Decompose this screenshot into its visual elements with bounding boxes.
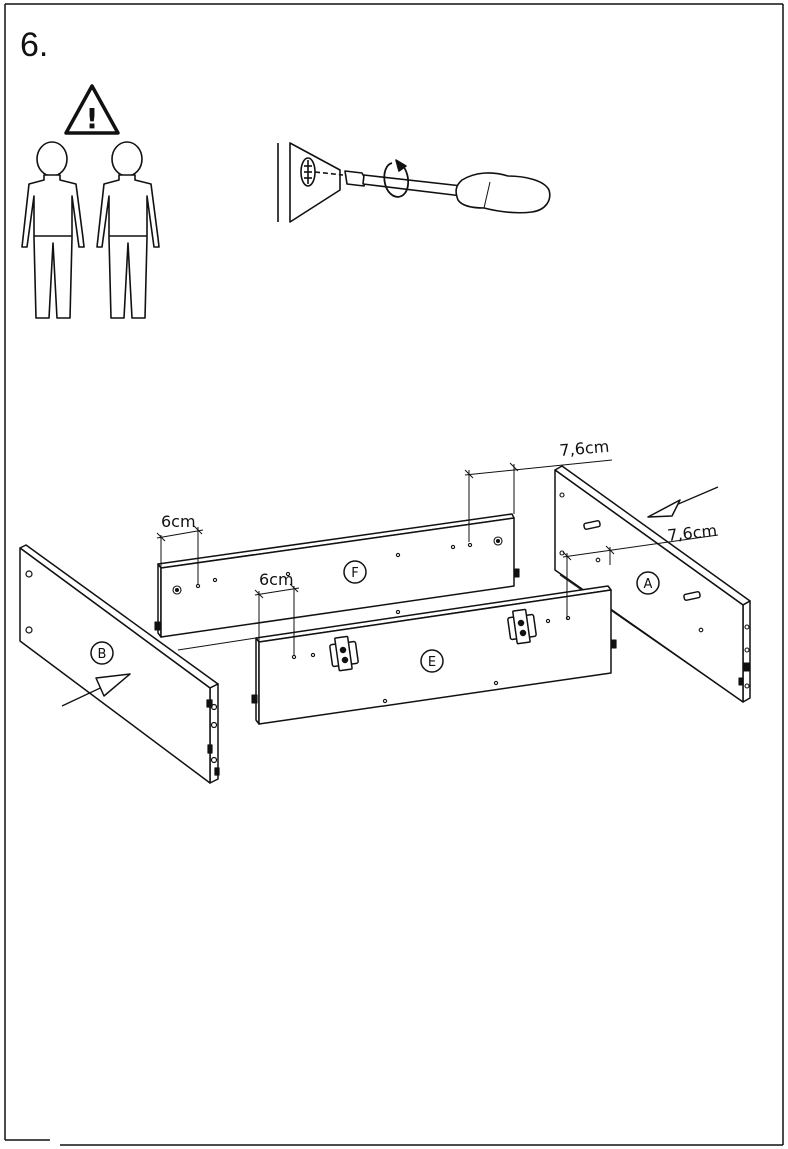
dowel-icon — [583, 520, 701, 601]
dimension-f-right-label: 7,6cm — [559, 437, 610, 460]
panel-e: E — [251, 585, 617, 725]
warning-triangle-icon: ! — [64, 84, 120, 135]
step-number: 6. — [20, 26, 48, 64]
panel-b: B — [19, 544, 220, 784]
dimension-f-left-label: 6cm — [161, 512, 196, 531]
dimension-f-left: 6cm — [156, 512, 204, 584]
rotation-arrow-icon — [383, 159, 409, 198]
dimension-f-right: 7,6cm — [464, 437, 613, 542]
panel-a-label: A — [644, 577, 653, 592]
two-persons-icon — [21, 141, 160, 319]
panel-f: F — [154, 513, 520, 638]
dimension-a-label: 7,6cm — [666, 521, 718, 545]
warning-symbol: ! — [86, 102, 99, 135]
assembly-guide-lines — [177, 637, 257, 651]
panel-f-holes — [154, 536, 520, 631]
hinge-icon — [507, 608, 537, 645]
screwdriver-icon — [277, 142, 551, 223]
dimension-e-left-label: 6cm — [259, 570, 294, 589]
panel-f-label: F — [351, 566, 358, 581]
panel-e-label: E — [428, 655, 436, 670]
person-right-icon — [96, 141, 160, 319]
panel-b-label: B — [98, 647, 107, 662]
screwdriver-tool — [344, 170, 551, 214]
dimension-e-left: 6cm — [254, 570, 300, 655]
panel-b-holes — [25, 570, 220, 776]
page-frame — [4, 3, 784, 1146]
hinge-icon — [329, 635, 359, 672]
screw-icon — [300, 157, 316, 187]
person-left-icon — [21, 141, 85, 319]
